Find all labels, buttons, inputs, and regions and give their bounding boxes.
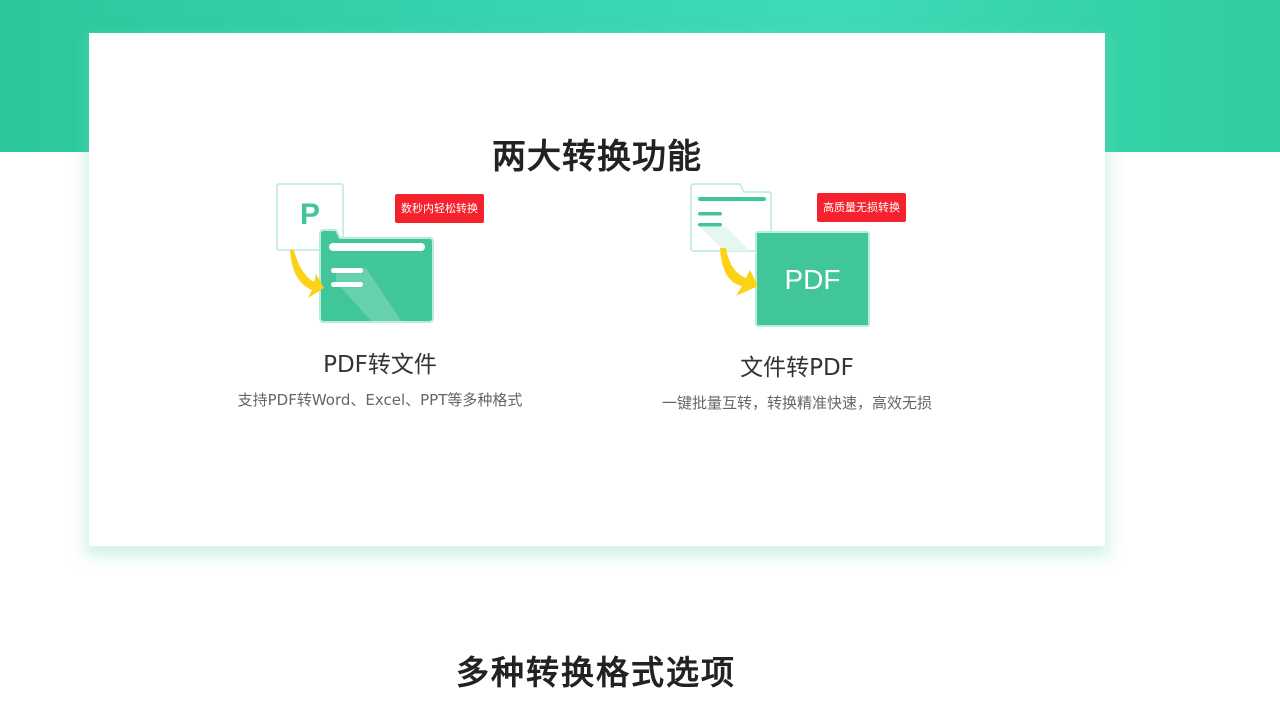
feature-name: PDF转文件	[323, 352, 437, 378]
feature-description: 支持PDF转Word、Excel、PPT等多种格式	[237, 391, 523, 409]
quality-badge: 高质量无损转换	[817, 193, 906, 222]
features-card: 两大转换功能	[89, 33, 1105, 546]
file-to-pdf-icon: PDF	[688, 182, 874, 332]
feature-file-to-pdf[interactable]: 文件转PDF 一键批量互转，转换精准快速，高效无损	[642, 348, 952, 413]
section-title: 两大转换功能	[492, 137, 702, 177]
pdf-to-file-icon: P	[276, 182, 436, 330]
feature-description: 一键批量互转，转换精准快速，高效无损	[661, 394, 932, 412]
feature-pdf-to-file[interactable]: PDF转文件 支持PDF转Word、Excel、PPT等多种格式	[230, 345, 530, 410]
speed-badge: 数秒内轻松转换	[395, 194, 484, 223]
svg-text:P: P	[300, 198, 320, 231]
format-options-title: 多种转换格式选项	[456, 653, 736, 692]
svg-text:PDF: PDF	[785, 264, 841, 295]
feature-name: 文件转PDF	[740, 355, 854, 381]
